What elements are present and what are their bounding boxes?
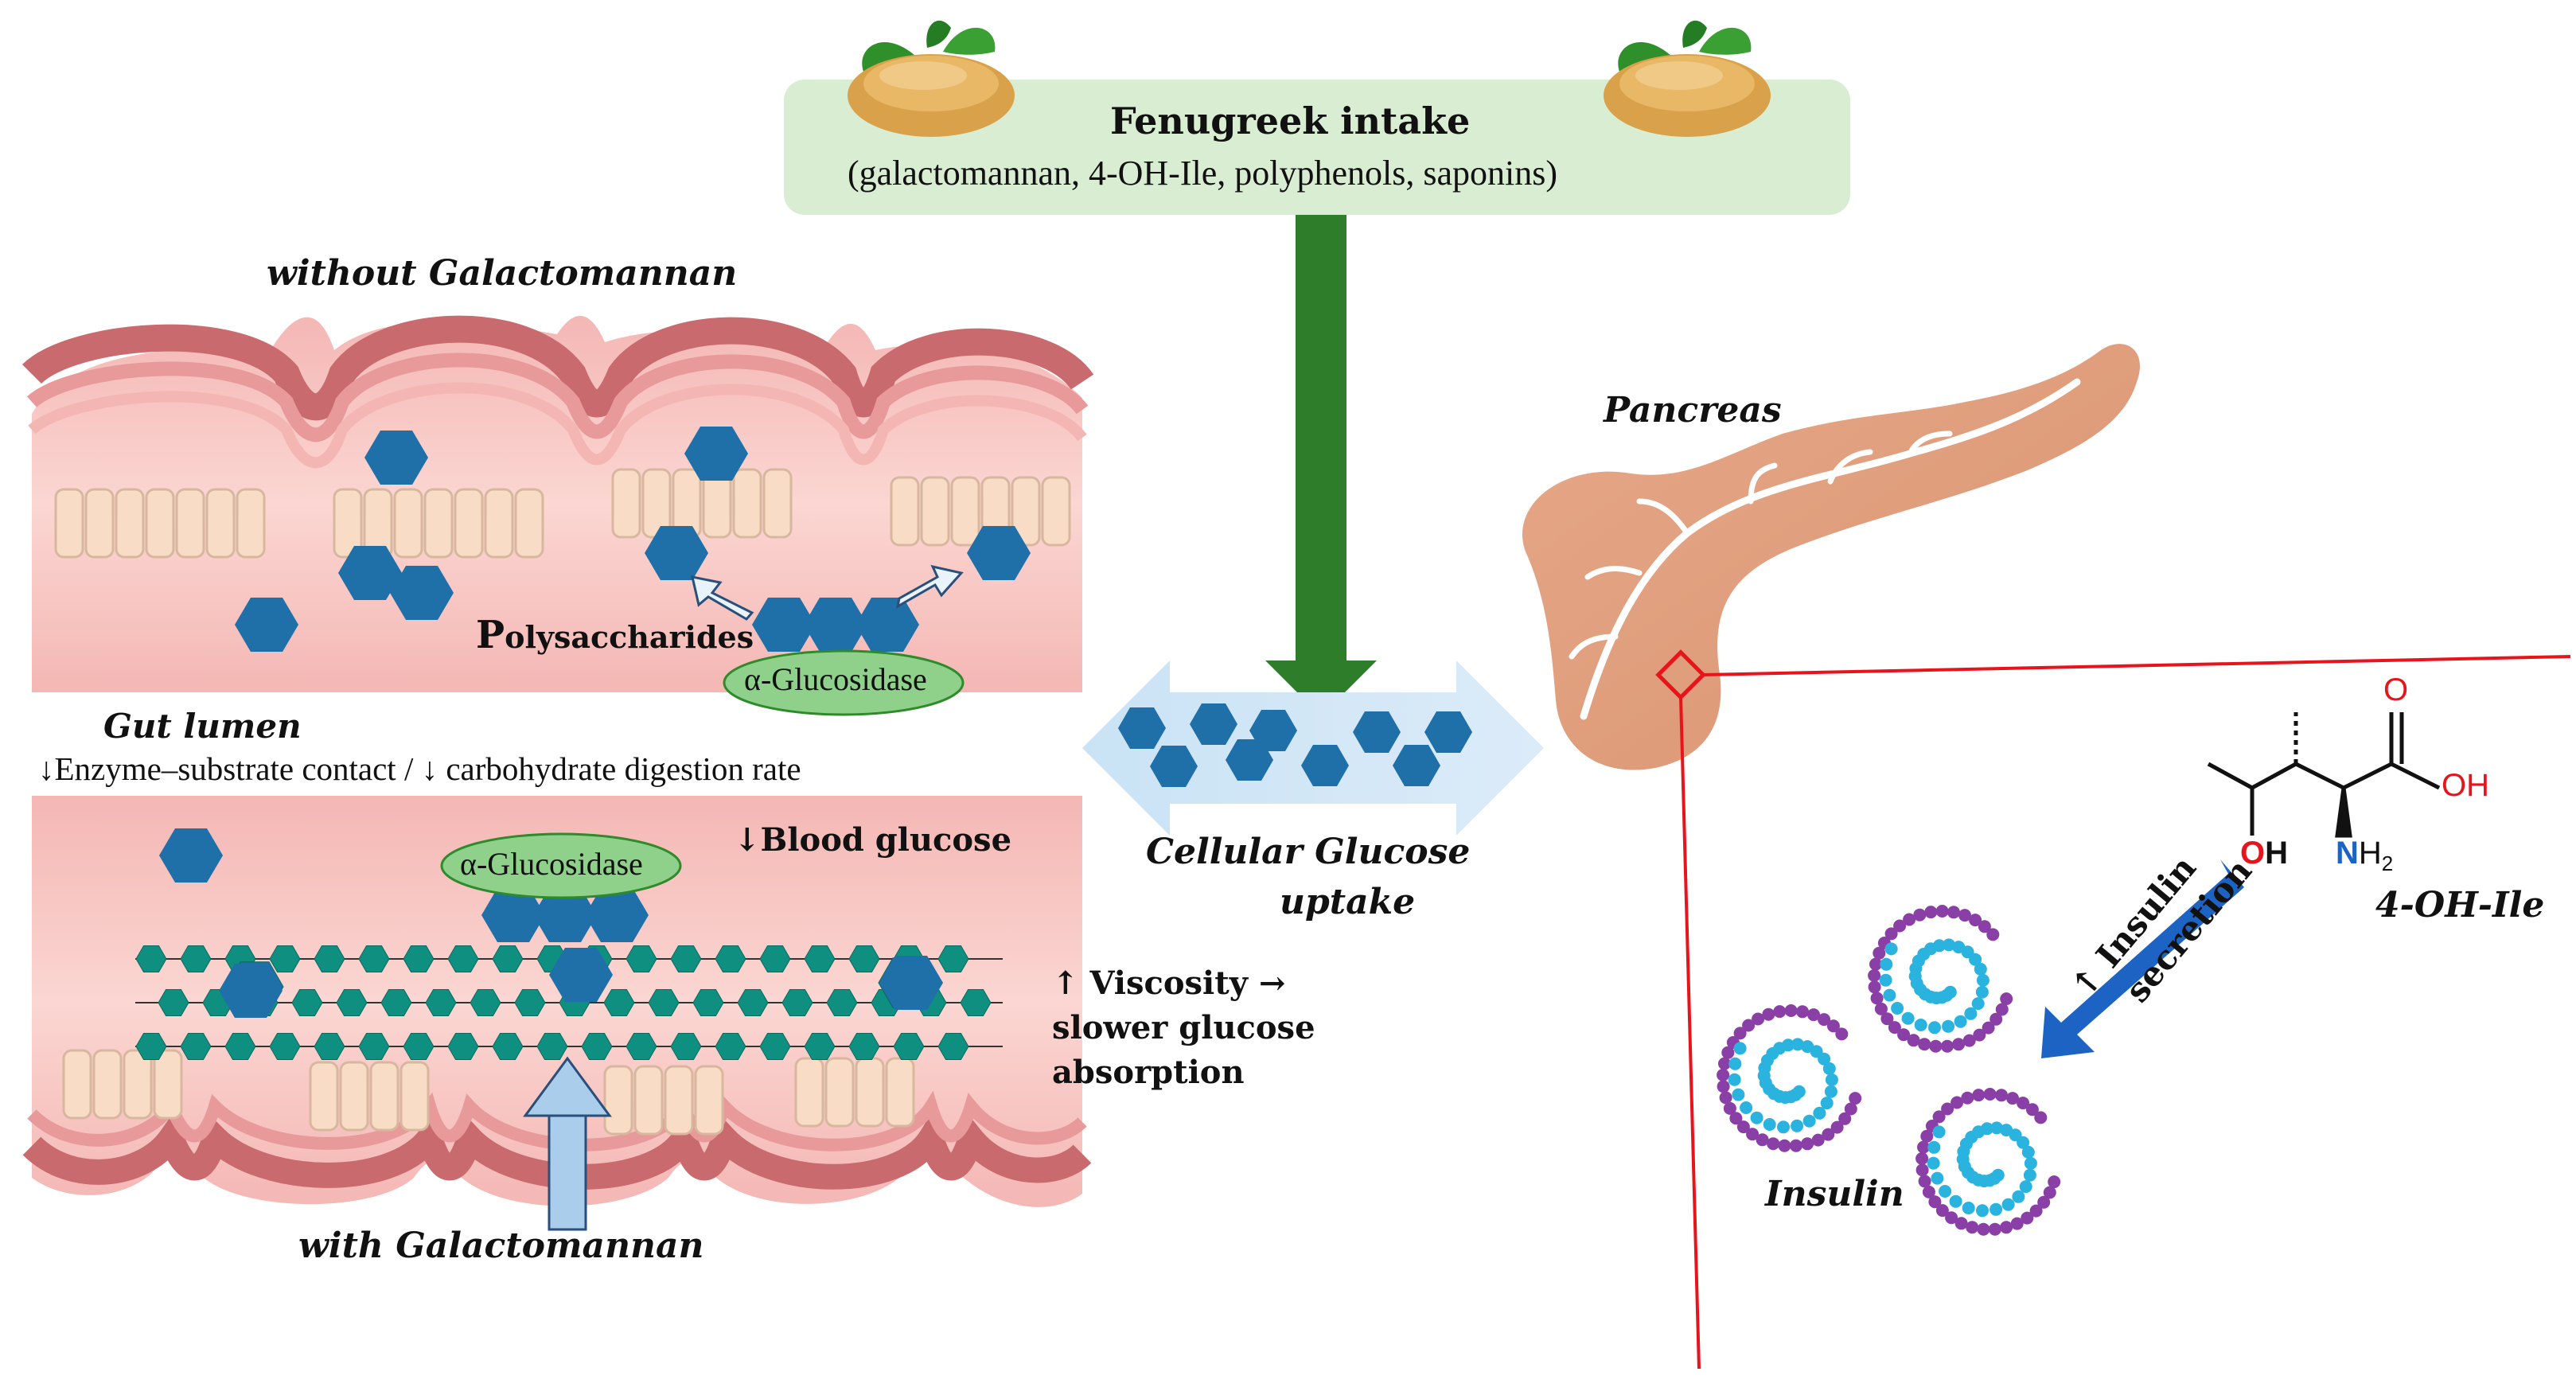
atom-oh-bottom: OH <box>2240 836 2288 871</box>
glucose-molecules <box>159 427 1031 1018</box>
atom-oh-bottom-h: H <box>2265 836 2289 871</box>
blood-glucose-label: ↓Blood glucose <box>734 821 1012 859</box>
gut-lumen-note: ↓Enzyme–substrate contact / ↓ carbohydra… <box>38 750 801 787</box>
insulin-molecules <box>1717 905 2061 1236</box>
atom-nh2-h: H <box>2358 836 2382 871</box>
polysaccharides-initial: P <box>476 613 505 657</box>
pancreas-illustration <box>1522 344 2140 770</box>
without-galactomannan-caption: without Galactomannan <box>267 253 738 294</box>
4-oh-ile-structure <box>2207 712 2441 838</box>
molecule-name-label: 4-OH-Ile <box>2375 885 2545 925</box>
alpha-glucosidase-label-top: α-Glucosidase <box>744 661 927 697</box>
atom-nh2: NH2 <box>2336 836 2393 876</box>
insulin-label: Insulin <box>1765 1174 1904 1214</box>
polysaccharides-rest: olysaccharides <box>505 619 754 655</box>
green-down-arrow <box>1265 215 1377 716</box>
alpha-glucosidase-label-bottom: α-Glucosidase <box>460 846 643 882</box>
fenugreek-seeds-icon-left <box>848 20 1015 137</box>
alpha-glucosidase-enzyme-bottom <box>440 832 682 899</box>
viscosity-line-1: ↑ Viscosity → <box>1052 964 1286 1002</box>
light-blue-up-arrow <box>523 1056 612 1231</box>
viscosity-line-3: absorption <box>1052 1054 1245 1091</box>
intestine-bottom-section <box>22 796 1092 1207</box>
polysaccharides-label: Polysaccharides <box>476 613 754 657</box>
gut-lumen-label: Gut lumen <box>103 707 302 746</box>
polysaccharide-arrows <box>691 564 964 621</box>
fenugreek-intake-box <box>784 80 1850 215</box>
fenugreek-intake-subtitle: (galactomannan, 4-OH-Ile, polyphenols, s… <box>848 154 1557 193</box>
insulin-secretion-arrow <box>2041 859 2244 1058</box>
atom-o-top: O <box>2383 672 2409 707</box>
with-galactomannan-caption: with Galactomannan <box>298 1225 704 1266</box>
pancreas-label: Pancreas <box>1604 390 1782 431</box>
fenugreek-intake-title: Fenugreek intake <box>1110 99 1471 142</box>
cellular-glucose-label-line-1: Cellular Glucose <box>1146 832 1471 872</box>
fenugreek-seeds-icon-right <box>1604 20 1771 137</box>
atom-nh2-sub: 2 <box>2381 851 2394 875</box>
alpha-glucosidase-enzyme-top <box>723 649 965 716</box>
zoom-callout-lines <box>1679 655 2571 1370</box>
atom-oh-bottom-o: O <box>2240 836 2266 871</box>
atom-nh2-n: N <box>2336 836 2359 871</box>
cellular-glucose-label-line-2: uptake <box>1280 882 1416 922</box>
viscosity-line-2: slower glucose <box>1052 1009 1315 1046</box>
atom-oh-right: OH <box>2442 768 2489 803</box>
uptake-glucose-molecules <box>1118 703 1472 787</box>
